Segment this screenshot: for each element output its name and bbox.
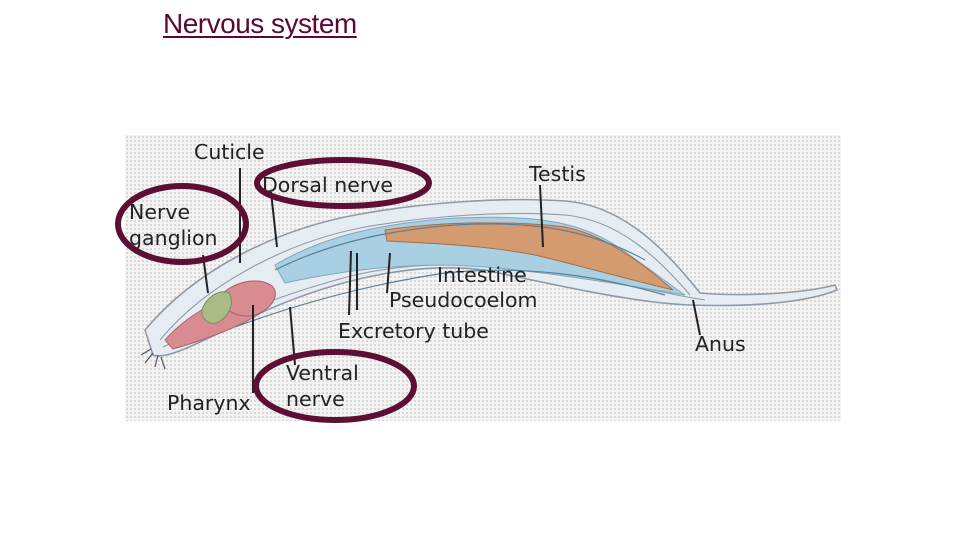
intestine-shape — [384, 222, 674, 291]
leader-testis — [539, 184, 544, 248]
label-cuticle: Cuticle — [194, 140, 265, 164]
label-excretory-tube: Excretory tube — [338, 319, 489, 343]
dorsal-nerve-line — [274, 223, 646, 271]
nematode-diagram: Cuticle Dorsal nerve Testis Nerve gangli… — [125, 135, 841, 421]
label-pharynx: Pharynx — [167, 391, 251, 415]
cuticle-line — [159, 212, 691, 341]
leader-intestine — [386, 252, 391, 294]
leader-anus — [692, 299, 701, 336]
label-ganglion: ganglion — [129, 226, 218, 250]
label-ventral: Ventral — [286, 361, 359, 385]
leader-ventral-nerve — [289, 306, 296, 366]
label-pseudocoelom: Pseudocoelom — [389, 288, 538, 312]
nerve-ring — [201, 291, 232, 324]
label-intestine: Intestine — [437, 263, 527, 287]
nematode-anatomy-drawing — [140, 168, 839, 393]
ventral-nerve-line — [234, 269, 666, 328]
leader-excretory-tube — [348, 250, 352, 316]
label-nerve: Nerve — [129, 200, 191, 224]
pharynx-bulb — [220, 280, 276, 317]
label-testis: Testis — [529, 162, 586, 186]
page-title: Nervous system — [163, 8, 357, 39]
label-ventral-nerve: nerve — [286, 387, 345, 411]
label-anus: Anus — [695, 332, 746, 356]
mouth-spikes — [140, 348, 166, 370]
label-dorsal-nerve: Dorsal nerve — [262, 173, 393, 197]
